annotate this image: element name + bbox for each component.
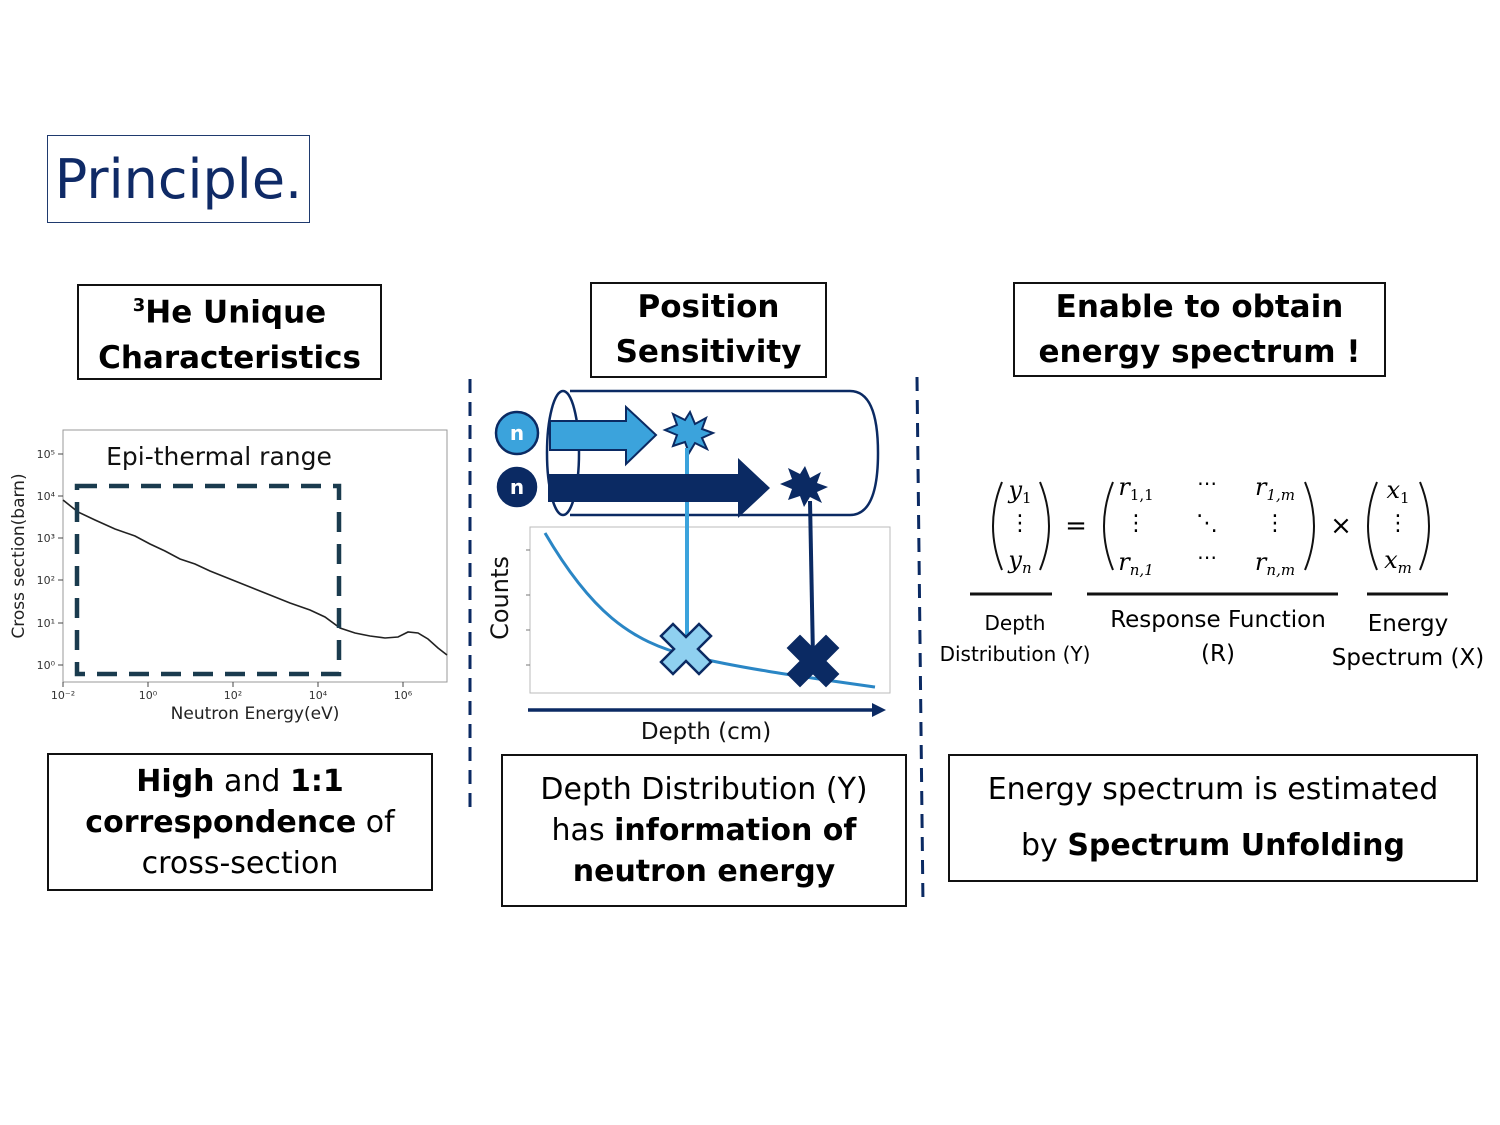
xtick-label: 10⁻²	[51, 689, 75, 702]
footer-text: correspondence	[85, 804, 357, 840]
xtick-label: 10⁰	[139, 689, 158, 702]
left-header-line1: He Unique	[145, 294, 327, 331]
right-header: Enable to obtain energy spectrum !	[1013, 282, 1386, 377]
footer-text: neutron energy	[572, 854, 836, 889]
counts-axis-label: Counts	[486, 556, 514, 640]
ytick-label: 10¹	[37, 617, 55, 630]
label-line: Energy	[1367, 611, 1449, 637]
math-cdots: ⋯	[1197, 471, 1217, 495]
neutron-arrow-light	[549, 404, 658, 467]
math-vdots: ⋮	[1264, 511, 1286, 536]
energy-spectrum-label: Energy Spectrum (X)	[1330, 607, 1486, 675]
right-footer: Energy spectrum is estimated by Spectrum…	[948, 754, 1478, 882]
math-y1: y1	[1007, 476, 1031, 507]
plot-xlabel: Neutron Energy(eV)	[171, 704, 340, 724]
unfolding-equation: y1 ⋮ yn = r1,1 ⋯ r1,m ⋮ ⋱ ⋮ rn,1 ⋯ rn,m …	[970, 471, 1448, 596]
epithermal-range-label: Epi-thermal range	[106, 442, 332, 471]
footer-text: by	[1020, 828, 1068, 863]
footer-text: has	[551, 813, 615, 848]
footer-text: High	[136, 763, 215, 799]
neutron-badge-dark	[495, 465, 539, 509]
slide-title: Principle.	[47, 135, 310, 223]
math-times: ×	[1330, 511, 1352, 541]
detection-mark-dark	[786, 634, 840, 688]
footer-text: Energy spectrum is estimated	[987, 772, 1439, 807]
math-r11: r1,1	[1118, 473, 1153, 504]
left-header: 3He Unique Characteristics	[77, 284, 382, 380]
math-rn1: rn,1	[1118, 548, 1153, 579]
math-rnm: rn,m	[1255, 548, 1295, 579]
position-sensitivity-diagram: Counts Depth (cm) n n	[486, 389, 891, 745]
math-cdots: ⋯	[1197, 545, 1217, 569]
epithermal-range-box	[74, 483, 342, 677]
left-header-line2: Characteristics	[98, 339, 361, 376]
label-line: Spectrum (X)	[1331, 645, 1485, 671]
middle-footer: Depth Distribution (Y) has information o…	[501, 754, 907, 907]
neutron-symbol: n	[510, 475, 524, 499]
separator-right	[915, 376, 925, 906]
math-vdots: ⋮	[1009, 511, 1031, 536]
xtick-label: 10⁶	[394, 689, 413, 702]
footer-text: 1:1	[290, 763, 344, 799]
math-x1: x1	[1386, 476, 1409, 507]
left-footer: High and 1:1 correspondence of cross-sec…	[47, 753, 433, 891]
response-function-label: Response Function (R)	[1088, 603, 1348, 671]
ytick-label: 10²	[37, 574, 55, 587]
left-header-sup: 3	[132, 295, 146, 317]
counts-plot-frame	[529, 526, 891, 694]
ytick-label: 10³	[37, 532, 55, 545]
middle-header-line2: Sensitivity	[615, 334, 802, 370]
neutron-badge-light	[494, 410, 540, 456]
math-yn: yn	[1007, 546, 1031, 577]
math-xm: xm	[1384, 546, 1412, 577]
footer-text: information of	[614, 813, 857, 848]
detection-mark-light	[659, 622, 713, 676]
footer-text: Depth Distribution (Y)	[540, 772, 868, 807]
math-equals: =	[1065, 511, 1087, 541]
depth-axis-arrowhead	[872, 703, 886, 717]
neutron-arrow-dark	[548, 458, 770, 518]
footer-text: Spectrum Unfolding	[1067, 828, 1405, 863]
label-line: Response Function	[1110, 607, 1326, 633]
ytick-label: 10⁰	[37, 659, 56, 672]
depth-distribution-label: Depth Distribution (Y)	[935, 608, 1095, 670]
math-r1m: r1,m	[1255, 473, 1295, 504]
ytick-label: 10⁴	[37, 490, 56, 503]
cross-section-curve	[62, 499, 448, 656]
cross-section-plot: 10⁰ 10¹ 10² 10³ 10⁴ 10⁵ 10⁻² 10⁰ 10² 10⁴…	[9, 429, 448, 724]
xtick-label: 10⁴	[309, 689, 328, 702]
right-header-line2: energy spectrum !	[1038, 333, 1361, 370]
xtick-label: 10²	[224, 689, 242, 702]
right-header-line1: Enable to obtain	[1055, 288, 1344, 325]
label-line: (R)	[1201, 641, 1235, 667]
footer-text: and	[214, 763, 290, 799]
plot-frame	[62, 429, 448, 683]
math-ddots: ⋱	[1196, 511, 1218, 536]
label-line: Distribution (Y)	[939, 642, 1091, 666]
interaction-burst-dark	[780, 466, 828, 507]
middle-header-line1: Position	[637, 289, 780, 325]
drop-line-dark	[808, 500, 815, 659]
ytick-label: 10⁵	[37, 448, 55, 461]
neutron-symbol: n	[510, 421, 524, 445]
middle-header: Position Sensitivity	[590, 282, 827, 378]
math-vdots: ⋮	[1125, 511, 1147, 536]
footer-text: cross-section	[141, 845, 339, 881]
footer-text: of	[356, 804, 395, 840]
math-vdots: ⋮	[1387, 511, 1409, 536]
separator-left	[468, 379, 472, 811]
label-line: Depth	[984, 611, 1046, 635]
depth-axis-label: Depth (cm)	[641, 719, 771, 745]
plot-ylabel: Cross section(barn)	[9, 473, 29, 638]
